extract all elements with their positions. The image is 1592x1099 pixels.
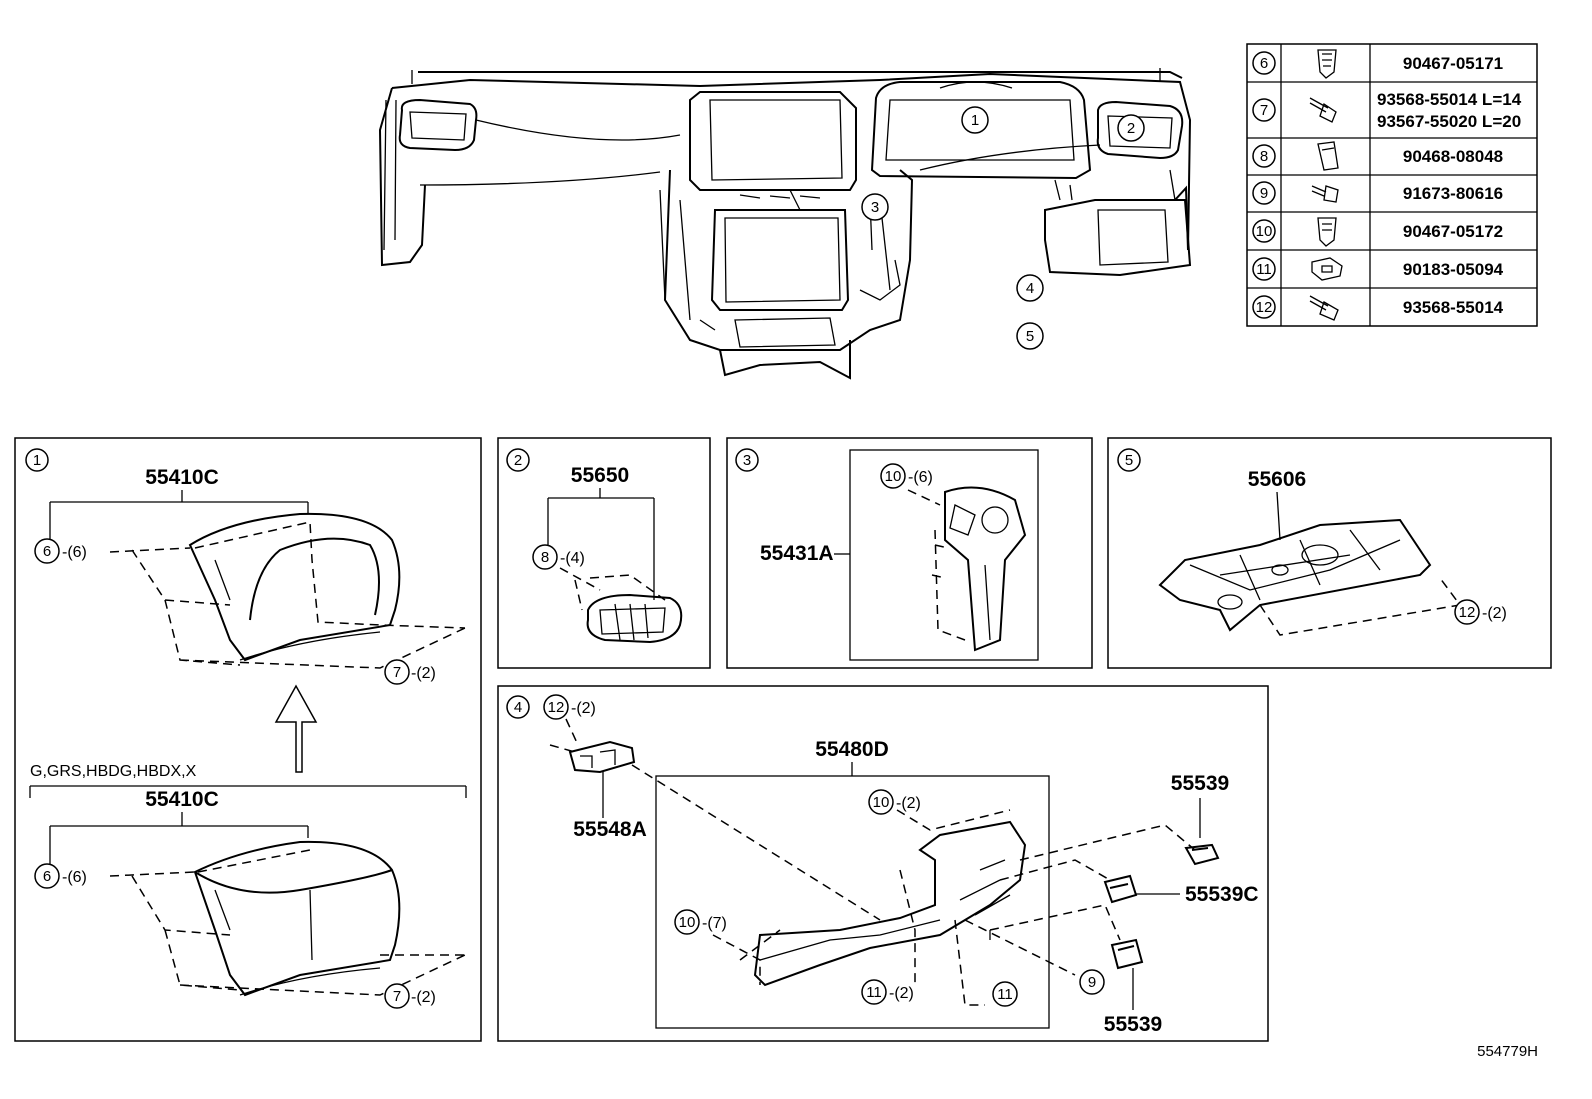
dashboard-overview-illustration <box>378 68 1192 380</box>
panel-4-callout-10b: 10 <box>679 914 696 931</box>
panel-1-part-top: 55410C <box>145 466 219 489</box>
panel-4-callout-11a: 11 <box>866 984 882 1001</box>
panel-5-qty-12: -(2) <box>1482 605 1507 622</box>
overview-callouts: 1 2 3 4 5 <box>861 106 1145 350</box>
clip-icon <box>1317 49 1337 79</box>
panel-1-top-qty-7: -(2) <box>411 665 436 682</box>
legend-ref-8: 8 <box>1260 148 1268 165</box>
legend-ref-12: 12 <box>1256 299 1273 316</box>
panel-4-callout-12: 12 <box>548 699 565 716</box>
clip-icon <box>1103 874 1138 904</box>
panel-4-qty-11a: -(2) <box>889 985 914 1002</box>
under-cover-illustration <box>1158 518 1432 632</box>
panel-2-part: 55650 <box>571 464 629 487</box>
panel-4-qty-10b: -(7) <box>702 915 727 932</box>
lower-panel-illustration <box>753 820 1027 987</box>
panel-5-callout-12: 12 <box>1459 604 1476 621</box>
illustration-code: 554779H <box>1477 1043 1538 1060</box>
panel-4-part-bracket: 55548A <box>573 818 647 841</box>
vent-illustration <box>586 593 683 644</box>
panel-2-qty-8: -(4) <box>560 550 585 567</box>
panel-3-qty-10: -(6) <box>908 469 933 486</box>
legend-ref-11: 11 <box>1256 261 1272 278</box>
panel-4-qty-12: -(2) <box>571 700 596 717</box>
panel-1-top-callout-7: 7 <box>393 664 401 681</box>
legend-ref-10: 10 <box>1256 223 1273 240</box>
clip-icon <box>1317 141 1339 171</box>
overview-callout-1: 1 <box>971 112 979 129</box>
legend-part-10: 90467-05172 <box>1403 222 1503 241</box>
panel-1-bottom-callout-6: 6 <box>43 868 51 885</box>
panel-2-ref: 2 <box>514 452 522 469</box>
legend-part-9: 91673-80616 <box>1403 184 1503 203</box>
panel-1-variant-label: G,GRS,HBDG,HBDX,X <box>30 763 197 780</box>
up-arrow-icon <box>274 684 318 773</box>
panel-4-callout-9: 9 <box>1088 974 1096 991</box>
meter-hood-top-illustration <box>188 512 401 662</box>
legend-part-8: 90468-08048 <box>1403 147 1503 166</box>
meter-hood-bottom-illustration <box>193 840 401 997</box>
panel-3-callout-10: 10 <box>885 468 902 485</box>
panel-4-callout-11b: 11 <box>997 986 1013 1003</box>
panel-4-qty-10a: -(2) <box>896 795 921 812</box>
overview-callout-2: 2 <box>1127 120 1135 137</box>
panel-1-top-qty-6: -(6) <box>62 544 87 561</box>
panel-4-part-clip-2: 55539C <box>1185 883 1259 906</box>
panel-5-part: 55606 <box>1248 468 1306 491</box>
legend-part-6: 90467-05171 <box>1403 54 1503 73</box>
screw-icon <box>1309 295 1339 321</box>
panel-3-part: 55431A <box>760 542 834 565</box>
legend-ref-6: 6 <box>1260 55 1268 72</box>
overview-callout-4: 4 <box>1026 280 1034 297</box>
legend-ref-9: 9 <box>1260 185 1268 202</box>
panel-4-part-clip-3: 55539 <box>1104 1013 1162 1036</box>
overview-callout-5: 5 <box>1026 328 1034 345</box>
panel-2-vent: 2 55650 8 -(4) <box>497 437 711 669</box>
clip-icon <box>1317 217 1337 247</box>
garnish-illustration <box>944 486 1027 652</box>
panel-1-bottom-qty-6: -(6) <box>62 869 87 886</box>
panel-4-part-clip-1: 55539 <box>1171 772 1229 795</box>
clip-icon <box>1184 843 1220 866</box>
bolt-icon <box>1311 185 1339 203</box>
panel-3-ref: 3 <box>743 452 751 469</box>
legend-ref-7: 7 <box>1260 102 1268 119</box>
panel-1-meter-hood: 1 55410C 6 -(6) 7 -(2) G,GRS,HBDG,HBDX,X… <box>14 437 482 1042</box>
panel-4-callout-10a: 10 <box>873 794 890 811</box>
nut-icon <box>1311 257 1343 281</box>
legend-part-11: 90183-05094 <box>1403 260 1504 279</box>
legend-part-7b: 93567-55020 L=20 <box>1377 112 1521 131</box>
panel-5-ref: 5 <box>1125 452 1133 469</box>
panel-1-bottom-qty-7: -(2) <box>411 989 436 1006</box>
panel-1-ref: 1 <box>33 452 41 469</box>
clip-icon <box>1110 938 1144 970</box>
legend-part-7a: 93568-55014 L=14 <box>1377 90 1522 109</box>
panel-2-callout-8: 8 <box>541 549 549 566</box>
panel-1-part-bottom: 55410C <box>145 788 219 811</box>
overview-callout-3: 3 <box>871 199 879 216</box>
screw-icon <box>1309 97 1337 123</box>
fastener-legend-table: 6 90467-05171 7 93568-55014 L=14 93567-5… <box>1246 43 1538 327</box>
panel-4-part-main: 55480D <box>815 738 889 761</box>
panel-3-garnish: 3 55431A 10 -(6) <box>726 437 1093 669</box>
panel-4-lower-panel: 4 12 -(2) 55548A 55480D 10 -(2) 10 -(7) … <box>497 685 1269 1042</box>
panel-5-under-cover: 5 55606 12 -(2) <box>1107 437 1552 669</box>
panel-4-ref: 4 <box>514 699 522 716</box>
panel-1-top-callout-6: 6 <box>43 543 51 560</box>
panel-1-bottom-callout-7: 7 <box>393 988 401 1005</box>
legend-part-12: 93568-55014 <box>1403 298 1504 317</box>
bracket-illustration <box>568 740 636 774</box>
